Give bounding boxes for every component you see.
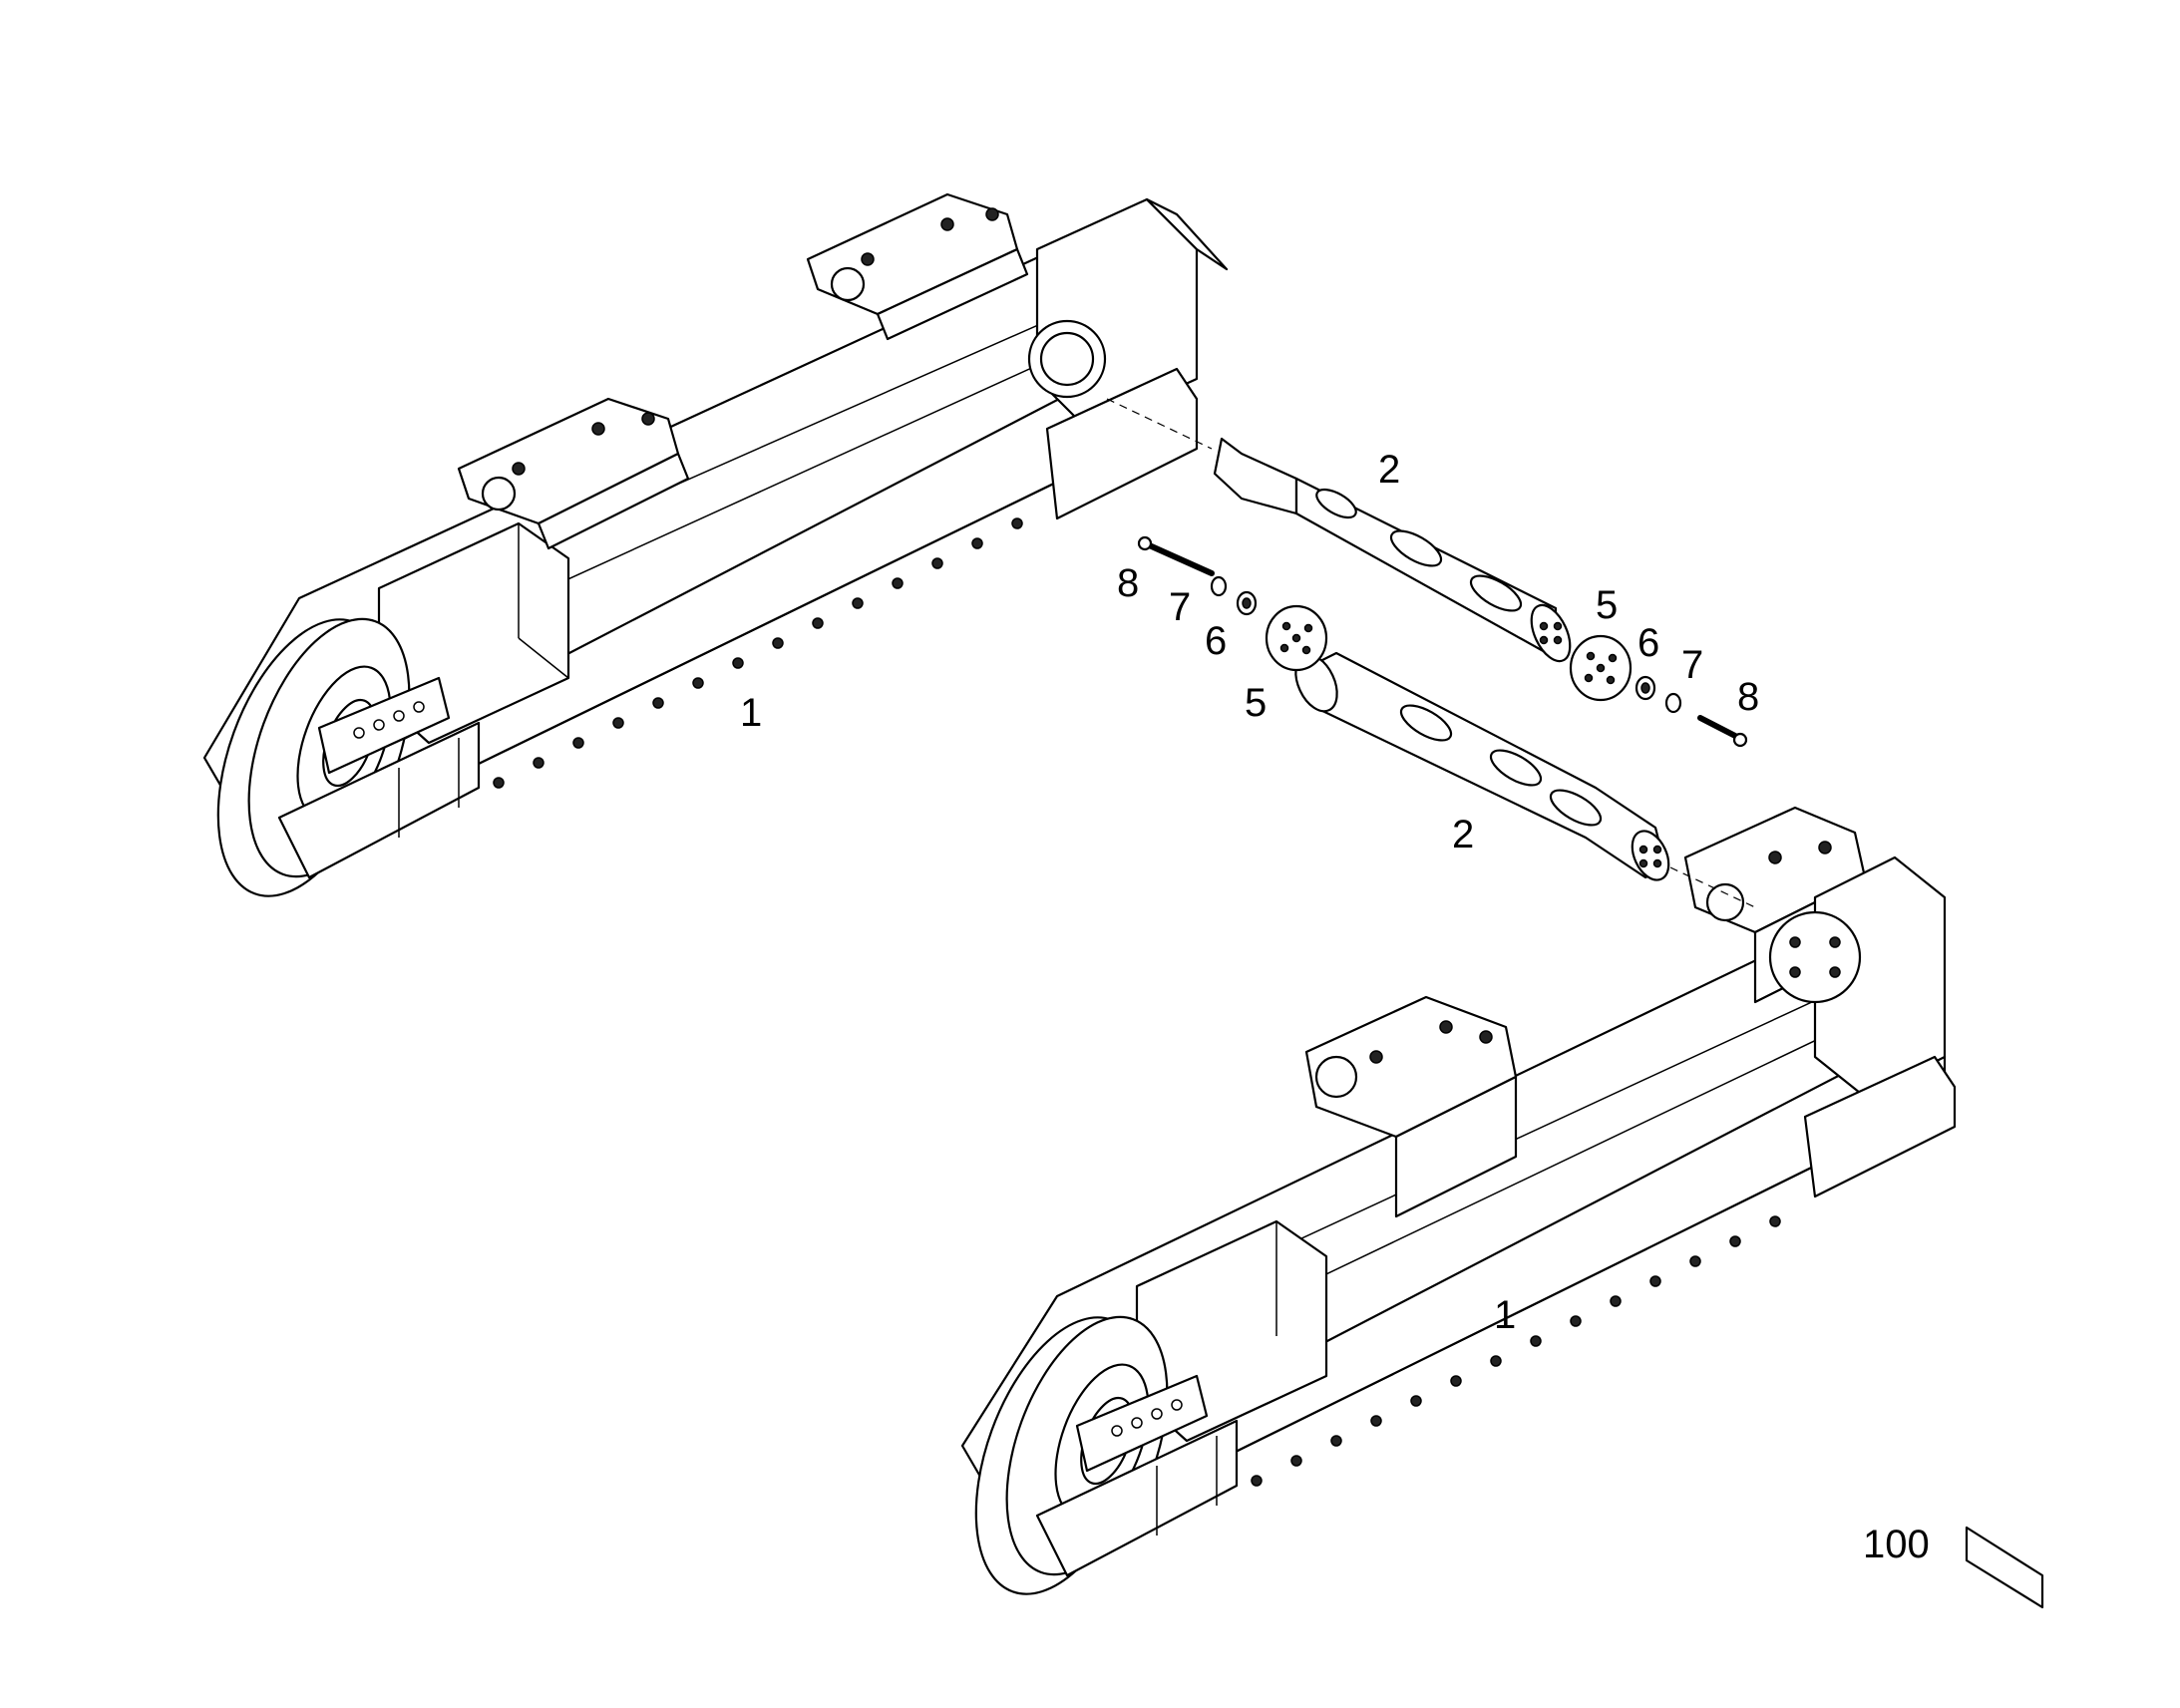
callout-5-left: 5 [1245,681,1267,725]
mount-bracket-left-rear [806,192,1029,341]
axle-shaft-lower [1294,651,1756,908]
bolt-row-left [493,517,1023,789]
callout-5-right: 5 [1596,583,1618,627]
axle-shaft-upper [1106,398,1572,663]
bolt-row-right [1251,1215,1781,1487]
callout-7-left: 7 [1169,585,1191,629]
callout-8-right: 8 [1737,675,1759,719]
mount-bracket-right-front [1304,995,1518,1218]
callout-2-upper: 2 [1378,448,1400,492]
callout-6-left: 6 [1205,619,1227,663]
callout-labels: 1 1 2 2 5 5 6 6 7 7 8 8 [740,448,1759,1337]
scale-marker: 100 [1863,1523,2044,1609]
hardware-stack-right [1569,634,1748,748]
track-frame-left [202,192,1229,897]
callout-1-left: 1 [740,691,762,735]
mount-bracket-left-front [457,397,690,550]
scale-label: 100 [1863,1523,1930,1566]
callout-8-left: 8 [1117,561,1139,605]
callout-7-right: 7 [1681,643,1703,687]
scale-box-icon [1965,1526,2044,1609]
hardware-stack-left [1137,535,1328,672]
callout-2-lower: 2 [1452,813,1474,856]
callout-1-right: 1 [1494,1293,1516,1337]
callout-6-right: 6 [1637,621,1659,665]
track-frame-right [960,806,1957,1595]
